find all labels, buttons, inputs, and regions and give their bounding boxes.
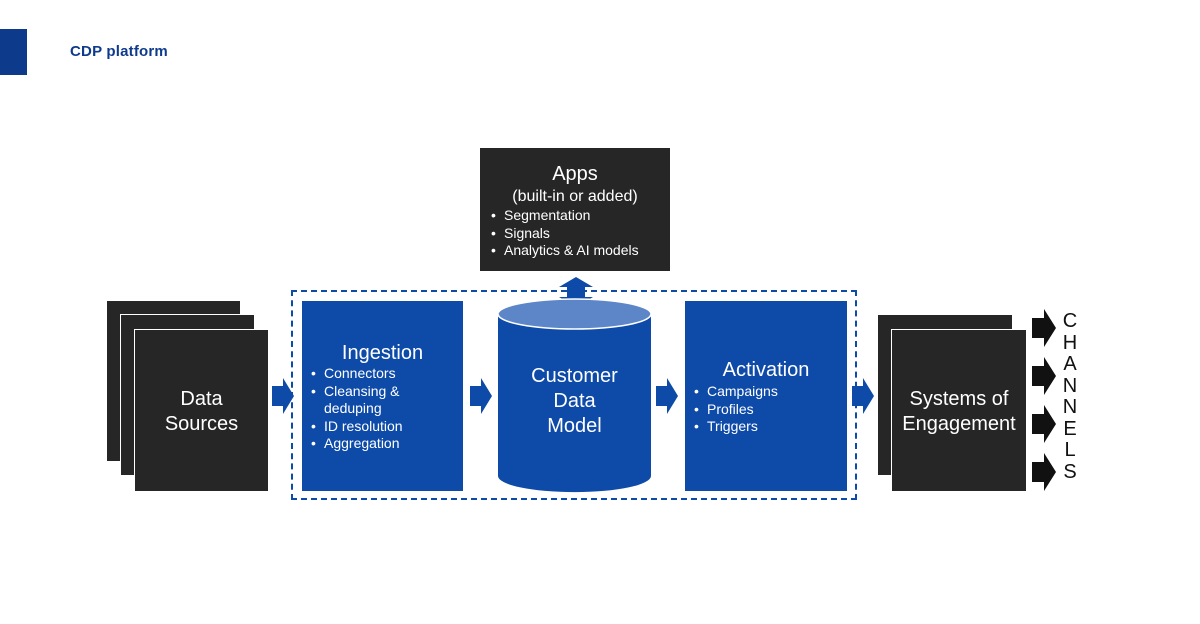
arrow-right-icon (272, 378, 294, 414)
list-item: Connectors (311, 365, 403, 383)
arrow-right-icon (470, 378, 492, 414)
channels-letter: A (1063, 353, 1077, 375)
cdm-line1: Customer (531, 365, 618, 387)
list-item: Triggers (694, 418, 778, 436)
list-item: Campaigns (694, 383, 778, 401)
data-sources-line2: Sources (164, 413, 239, 435)
header-accent-bar (0, 29, 27, 75)
activation-box: Activation Campaigns Profiles Triggers (685, 301, 847, 491)
channels-letter: S (1063, 460, 1077, 483)
channels-letter: N (1062, 396, 1078, 418)
channel-arrow-icon (1032, 405, 1056, 443)
channels-letter: L (1064, 439, 1076, 461)
apps-box: Apps (built-in or added) Segmentation Si… (480, 148, 670, 271)
activation-title: Activation (722, 359, 810, 381)
ingestion-title: Ingestion (341, 342, 424, 364)
apps-subtitle: (built-in or added) (512, 188, 638, 205)
systems-of-engagement-box: Systems of Engagement (891, 329, 1027, 492)
page-title: CDP platform (70, 43, 168, 60)
data-sources-line1: Data (180, 388, 223, 410)
database-cylinder-icon (497, 298, 652, 493)
list-item: Aggregation (311, 435, 403, 453)
channel-arrow-icon (1032, 453, 1056, 491)
systems-line2: Engagement (902, 413, 1016, 435)
list-item: Segmentation (491, 207, 639, 225)
channels-label: C H A N N E L S (1060, 310, 1080, 483)
customer-data-model-label: Customer Data Model (497, 364, 652, 439)
activation-list: Campaigns Profiles Triggers (694, 383, 778, 436)
cdm-line3: Model (547, 415, 602, 437)
list-item: Profiles (694, 401, 778, 419)
list-item: deduping (324, 400, 382, 416)
arrow-right-icon (656, 378, 678, 414)
ingestion-list: Connectors Cleansing & deduping ID resol… (311, 365, 403, 453)
list-item: Signals (491, 225, 639, 243)
cdm-line2: Data (553, 390, 596, 412)
channel-arrow-icon (1032, 309, 1056, 347)
arrow-right-icon (852, 378, 874, 414)
channel-arrow-icon (1032, 357, 1056, 395)
apps-title: Apps (552, 163, 598, 185)
channels-letter: N (1062, 374, 1078, 397)
channels-letter: C (1062, 310, 1078, 332)
list-item: ID resolution (311, 418, 403, 436)
data-sources-box: Data Sources (134, 329, 269, 492)
ingestion-box: Ingestion Connectors Cleansing & dedupin… (302, 301, 463, 491)
channels-letter: H (1062, 331, 1078, 354)
apps-list: Segmentation Signals Analytics & AI mode… (491, 207, 639, 260)
list-item: Analytics & AI models (491, 242, 639, 260)
list-item: Cleansing & (311, 383, 403, 401)
systems-line1: Systems of (909, 388, 1009, 410)
channels-letter: E (1063, 417, 1077, 440)
